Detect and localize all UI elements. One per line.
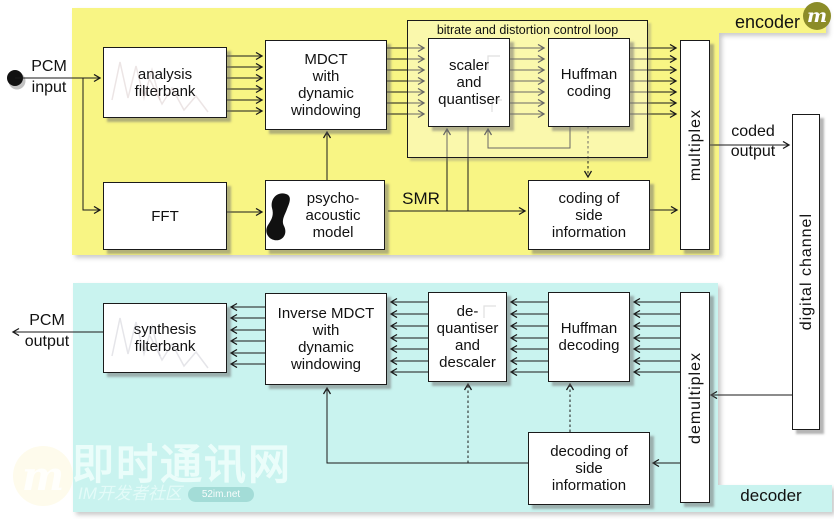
block-label: filterbank — [134, 82, 196, 100]
block-label: windowing — [290, 102, 362, 119]
watermark-badge: 52im.net — [188, 487, 254, 502]
block-label: with — [312, 322, 340, 339]
block-synthesis-filterbank: synthesis filterbank — [103, 303, 227, 373]
coded-output-line: coded — [731, 123, 775, 140]
brand-logo-icon: m — [803, 2, 831, 30]
block-label: windowing — [290, 356, 362, 373]
block-label: dynamic — [298, 339, 354, 356]
block-scaler-quantiser: scaler and quantiser — [428, 38, 510, 127]
coded-output-line: output — [730, 143, 776, 160]
block-decoding-side-information: decoding of side information — [528, 432, 650, 505]
block-multiplex: multiplex — [680, 40, 710, 250]
watermark-logo-icon: m — [13, 446, 73, 506]
block-inverse-mdct: Inverse MDCT with dynamic windowing — [265, 293, 387, 385]
block-label: side — [575, 460, 603, 477]
block-label: dynamic — [298, 85, 354, 102]
block-label: scaler — [448, 57, 489, 74]
block-label: and — [454, 337, 481, 354]
block-label: digital channel — [797, 213, 815, 331]
block-label: side — [575, 206, 603, 224]
pcm-input-line: input — [31, 79, 67, 96]
block-huffman-decoding: Huffman decoding — [548, 292, 630, 382]
block-label: coding — [566, 82, 612, 100]
block-label: decoding of — [550, 443, 628, 460]
block-label: MDCT — [304, 51, 348, 68]
block-dequantiser-descaler: de- quantiser and descaler — [428, 292, 507, 382]
pcm-output-line: output — [24, 333, 70, 350]
block-label: and — [456, 74, 482, 91]
pcm-input-label: PCM input — [22, 56, 76, 98]
block-label: demultiplex — [686, 351, 704, 444]
block-label: de- — [456, 303, 479, 320]
block-digital-channel: digital channel — [792, 114, 820, 430]
block-coding-side-information: coding of side information — [528, 180, 650, 250]
block-label: information — [551, 223, 627, 241]
pcm-output-line: PCM — [29, 312, 65, 329]
block-label: Inverse MDCT — [277, 305, 375, 322]
block-label: model — [312, 223, 354, 241]
block-mdct: MDCT with dynamic windowing — [265, 40, 387, 130]
block-psycho-acoustic: psycho- acoustic model — [265, 180, 385, 250]
block-label: synthesis — [133, 321, 197, 338]
watermark-subtitle: IM开发者社区 — [78, 484, 182, 503]
block-label: Huffman — [560, 320, 618, 337]
block-label: filterbank — [134, 338, 196, 355]
block-label: FFT — [151, 207, 179, 225]
block-fft: FFT — [103, 182, 227, 250]
block-label: quantiser — [438, 91, 500, 108]
block-label: multiplex — [686, 108, 704, 182]
encoder-section-label: encoder — [734, 12, 800, 32]
block-label: quantiser — [436, 320, 499, 337]
decoder-region-strip — [718, 485, 832, 512]
block-label: coding of — [558, 189, 620, 207]
block-label: information — [551, 477, 627, 494]
pcm-output-label: PCM output — [14, 310, 80, 352]
block-label: with — [312, 68, 340, 85]
smr-label: SMR — [402, 189, 440, 208]
block-label: acoustic — [305, 206, 361, 224]
coded-output-label: coded output — [722, 122, 784, 162]
pcm-input-line: PCM — [31, 58, 67, 75]
decoder-section-label: decoder — [740, 486, 802, 505]
block-analysis-filterbank: analysis filterbank — [103, 47, 227, 118]
block-label: analysis — [137, 65, 193, 83]
block-demultiplex: demultiplex — [680, 292, 710, 503]
block-label: decoding — [558, 337, 620, 354]
block-label: Huffman — [560, 65, 618, 83]
control-loop-label: bitrate and distortion control loop — [436, 23, 619, 37]
block-huffman-coding: Huffman coding — [548, 38, 630, 127]
watermark-title: 即时通讯网 — [72, 441, 293, 488]
block-label: psycho- — [306, 189, 360, 207]
block-label: descaler — [439, 354, 496, 371]
